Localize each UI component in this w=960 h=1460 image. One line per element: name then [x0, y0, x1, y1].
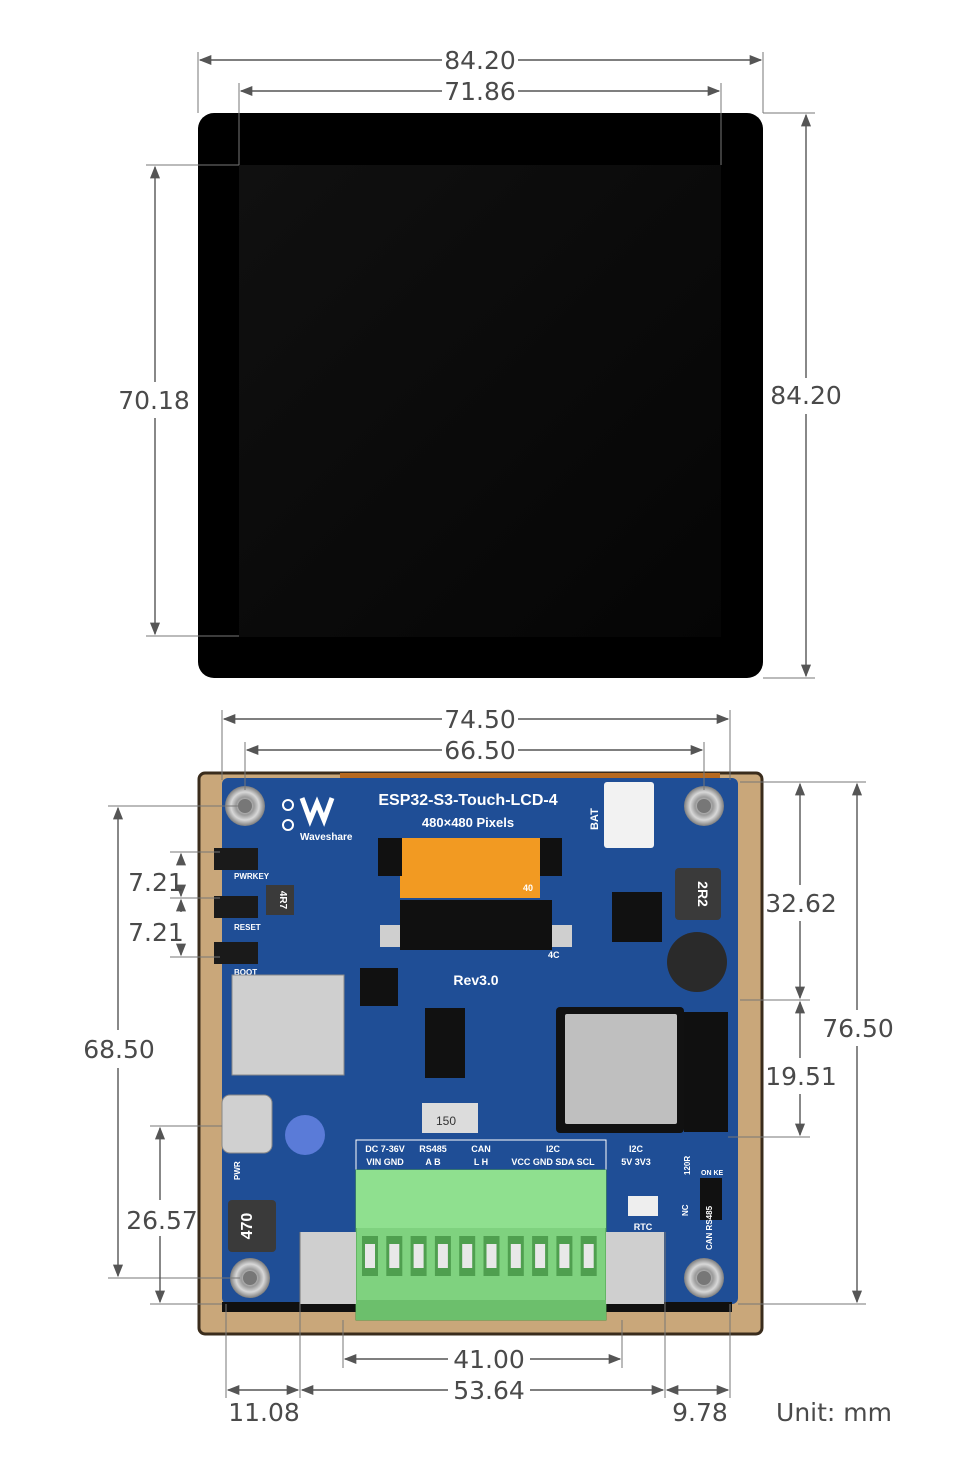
front-view: 84.20 71.86 70.18 84.20	[118, 46, 842, 679]
svg-text:CAN RS485: CAN RS485	[705, 1205, 714, 1250]
svg-text:I2C: I2C	[629, 1144, 644, 1154]
terminal-block	[355, 1169, 607, 1321]
rtc-connector	[628, 1196, 658, 1216]
inductor-470	[228, 1200, 276, 1252]
svg-text:84.20: 84.20	[444, 46, 516, 75]
svg-text:ON KE: ON KE	[701, 1170, 724, 1177]
svg-text:RTC: RTC	[634, 1222, 653, 1232]
fuse	[422, 1103, 478, 1133]
back-view: Waveshare ESP32-S3-Touch-LCD-4 480×480 P…	[83, 705, 894, 1427]
dim-left-offset: 11.08	[226, 1384, 300, 1427]
svg-text:66.50: 66.50	[444, 736, 516, 765]
terminal-pin-hole	[389, 1244, 400, 1268]
svg-text:40: 40	[523, 883, 533, 893]
svg-text:NC: NC	[681, 1204, 690, 1216]
waveshare-logo: Waveshare	[282, 796, 353, 843]
terminal-pins	[362, 1236, 597, 1276]
terminal-pin-hole	[365, 1244, 375, 1268]
display-area	[239, 165, 721, 637]
svg-text:4R7: 4R7	[277, 891, 288, 910]
svg-text:41.00: 41.00	[453, 1345, 525, 1374]
terminal-pin-hole	[413, 1244, 424, 1268]
svg-text:PWRKEY: PWRKEY	[234, 872, 270, 881]
dim-terminal-width: 41.00	[343, 1345, 622, 1374]
pcb-title: ESP32-S3-Touch-LCD-4	[378, 792, 557, 809]
dim-display-height: 70.18	[118, 165, 190, 636]
svg-text:120R: 120R	[683, 1156, 692, 1175]
svg-text:RS485: RS485	[419, 1144, 447, 1154]
svg-text:84.20: 84.20	[770, 381, 842, 410]
svg-text:470: 470	[239, 1213, 256, 1240]
svg-text:CAN: CAN	[471, 1144, 491, 1154]
unit-label: Unit: mm	[776, 1398, 892, 1427]
dim-board-height: 76.50	[822, 782, 894, 1304]
dim-bottom-span: 53.64	[300, 1376, 665, 1405]
pcb-board	[222, 778, 738, 1304]
dim-outer-height: 84.20	[770, 113, 842, 678]
svg-text:53.64: 53.64	[453, 1376, 525, 1405]
dim-module-height: 19.51	[765, 1000, 837, 1137]
terminal-pin-hole	[462, 1244, 473, 1268]
svg-text:70.18: 70.18	[118, 386, 190, 415]
svg-text:PWR: PWR	[233, 1161, 242, 1180]
svg-text:150: 150	[436, 1114, 456, 1128]
terminal-pin-hole	[437, 1244, 448, 1268]
inductor-4r7	[266, 885, 294, 915]
svg-text:4C: 4C	[548, 950, 560, 960]
dim-mount-width: 74.50	[222, 705, 730, 734]
svg-text:9.78: 9.78	[672, 1398, 728, 1427]
svg-text:VIN GND: VIN GND	[366, 1157, 404, 1167]
capacitor	[285, 1115, 325, 1155]
terminal-pin-hole	[559, 1244, 570, 1268]
svg-text:2R2: 2R2	[695, 881, 711, 907]
fpc-cable	[400, 838, 540, 898]
svg-text:RESET: RESET	[234, 923, 261, 932]
svg-text:7.21: 7.21	[128, 918, 184, 947]
svg-text:11.08: 11.08	[228, 1398, 300, 1427]
dim-top-to-module: 32.62	[765, 782, 837, 1000]
pcb-resolution: 480×480 Pixels	[422, 815, 514, 830]
dim-usb-offset: 26.57	[126, 1126, 198, 1304]
terminal-pin-hole	[583, 1244, 594, 1268]
svg-text:DC 7-36V: DC 7-36V	[365, 1144, 405, 1154]
fpc-connector	[400, 900, 552, 950]
svg-text:68.50: 68.50	[83, 1035, 155, 1064]
svg-text:L H: L H	[474, 1157, 488, 1167]
svg-text:74.50: 74.50	[444, 705, 516, 734]
dim-display-width: 71.86	[239, 77, 721, 106]
battery-connector	[604, 782, 654, 848]
dim-outer-width: 84.20	[198, 46, 763, 75]
dim-mount-width-inner: 66.50	[245, 736, 704, 765]
terminal-pin-hole	[535, 1244, 546, 1268]
dim-button-pitch-1: 7.21	[128, 852, 187, 898]
side-buttons: PWRKEY RESET BOOT	[214, 848, 270, 977]
svg-text:19.51: 19.51	[765, 1062, 837, 1091]
svg-text:BAT: BAT	[589, 808, 601, 830]
dim-button-pitch-2: 7.21	[128, 898, 187, 957]
pcb-revision: Rev3.0	[453, 972, 498, 988]
inductor-2r2	[675, 868, 721, 920]
svg-text:26.57: 26.57	[126, 1206, 198, 1235]
dip-switch	[700, 1178, 722, 1220]
svg-text:Waveshare: Waveshare	[300, 832, 353, 843]
svg-text:32.62: 32.62	[765, 889, 837, 918]
svg-text:5V 3V3: 5V 3V3	[621, 1157, 651, 1167]
svg-text:VCC GND SDA SCL: VCC GND SDA SCL	[511, 1157, 595, 1167]
svg-text:A B: A B	[425, 1157, 441, 1167]
usb-c-port	[221, 1094, 273, 1154]
dim-right-offset: 9.78	[665, 1384, 730, 1427]
antenna	[684, 1012, 728, 1132]
dim-mount-height: 68.50	[83, 806, 155, 1278]
svg-text:76.50: 76.50	[822, 1014, 894, 1043]
terminal-pin-hole	[510, 1244, 521, 1268]
svg-text:7.21: 7.21	[128, 868, 184, 897]
sd-card-slot	[231, 974, 345, 1076]
svg-text:71.86: 71.86	[444, 77, 516, 106]
terminal-pin-hole	[486, 1244, 497, 1268]
svg-text:I2C: I2C	[546, 1144, 561, 1154]
svg-text:BOOT: BOOT	[234, 968, 257, 977]
